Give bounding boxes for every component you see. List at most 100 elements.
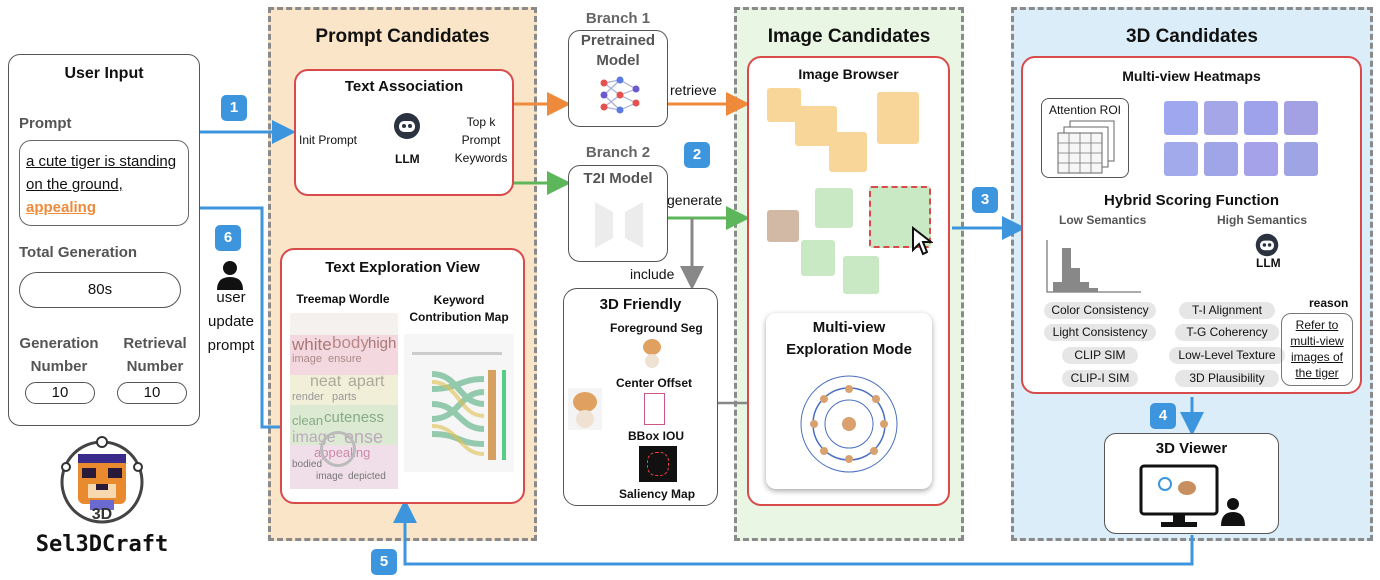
- llm-label: LLM: [395, 152, 420, 166]
- prompt-candidates-title: Prompt Candidates: [315, 26, 490, 47]
- 3d-viewer-box: 3D Viewer: [1104, 433, 1279, 534]
- t2i-model-box: T2I Model: [568, 165, 668, 262]
- retrieved-image[interactable]: [829, 132, 867, 172]
- center-offset-thumb: [644, 393, 665, 425]
- treemap-wordle-title: Treemap Wordle: [296, 292, 390, 306]
- wordle-word: cuteness: [324, 409, 385, 426]
- step-badge-5: 5: [371, 549, 397, 575]
- hybrid-scoring-title: Hybrid Scoring Function: [1104, 192, 1279, 209]
- heatmap-thumb[interactable]: [1244, 101, 1278, 135]
- prompt-text-line2: on the ground,: [26, 176, 123, 193]
- heatmap-thumb[interactable]: [1164, 101, 1198, 135]
- generation-number-field[interactable]: 10: [25, 382, 95, 404]
- center-offset-label: Center Offset: [616, 376, 693, 390]
- prompt-textbox[interactable]: a cute tiger is standing on the ground, …: [19, 140, 189, 226]
- generated-image[interactable]: [801, 240, 835, 276]
- 3d-candidates-title: 3D Candidates: [1126, 26, 1258, 47]
- cursor-icon: [912, 226, 933, 256]
- low-semantics-tag: CLIP SIM: [1062, 347, 1138, 364]
- branch1-title: Branch 1: [585, 10, 651, 27]
- logo-name: Sel3DCraft: [35, 532, 169, 557]
- histogram-icon: [1046, 240, 1141, 293]
- generated-image[interactable]: [843, 256, 879, 294]
- include-edge-label: include: [630, 266, 675, 282]
- total-generation-field[interactable]: 80s: [19, 272, 181, 308]
- monitor-icon: [1139, 464, 1245, 527]
- generated-image[interactable]: [767, 210, 799, 242]
- llm-robot-icon: [394, 113, 420, 139]
- wordle-word: neat: [310, 373, 342, 390]
- treemap-wordle[interactable]: white body high image ensure neat apart …: [290, 313, 398, 489]
- neural-network-icon: [600, 76, 640, 114]
- user-input-card: User Input Prompt a cute tiger is standi…: [8, 54, 200, 426]
- image-browser-title: Image Browser: [798, 66, 899, 82]
- keyword-contribution-map[interactable]: [404, 334, 514, 472]
- attention-roi-label: Attention ROI: [1048, 103, 1122, 117]
- wordle-word: apart: [348, 373, 385, 390]
- low-semantics-tag: CLIP-I SIM: [1062, 370, 1138, 387]
- user-input-title: User Input: [64, 65, 144, 82]
- logo-subtext: 3D: [91, 506, 113, 523]
- 3d-candidates-box: Multi-view Heatmaps Attention ROI Hybrid…: [1021, 56, 1362, 394]
- low-semantics-label: Low Semantics: [1059, 213, 1147, 227]
- wordle-word: depicted: [348, 471, 386, 482]
- foreground-seg-thumb: [643, 339, 661, 368]
- wordle-word: bodied: [292, 459, 323, 470]
- low-semantics-tag: Light Consistency: [1044, 324, 1156, 341]
- image-candidates-title: Image Candidates: [767, 26, 931, 47]
- tiger-thumb: [568, 388, 602, 430]
- step-badge-1: 1: [221, 95, 247, 121]
- saliency-map-thumb: [639, 446, 677, 482]
- low-semantics-tag: Color Consistency: [1044, 302, 1156, 319]
- polar-view-chart: [800, 375, 898, 473]
- retrieval-number-field[interactable]: 10: [117, 382, 187, 404]
- text-exploration-title: Text Exploration View: [325, 259, 480, 276]
- topk-keywords-label: Top k Prompt Keywords: [454, 115, 508, 165]
- text-association-box: Text Association Init Prompt LLM Top k P…: [294, 69, 514, 196]
- branch2-title: Branch 2: [585, 144, 651, 161]
- heatmap-thumb[interactable]: [1204, 101, 1238, 135]
- llm-robot-icon: [1255, 233, 1279, 257]
- wordle-word: ensure: [328, 353, 362, 365]
- generated-image[interactable]: [815, 188, 853, 228]
- wordle-word: parts: [332, 391, 357, 403]
- prompt-text-line1: a cute tiger is standing: [26, 153, 177, 170]
- wordle-word: image: [292, 353, 322, 365]
- retrieve-edge-label: retrieve: [670, 82, 717, 98]
- wordle-word: clean: [292, 413, 324, 428]
- heatmap-thumb[interactable]: [1284, 142, 1318, 176]
- prompt-highlight-word: appealing: [26, 199, 97, 216]
- saliency-map-label: Saliency Map: [619, 487, 696, 501]
- wordle-word: white: [292, 335, 332, 354]
- step-badge-2: 2: [684, 142, 710, 168]
- reason-text-box: Refer to multi-view images of the tiger: [1281, 313, 1353, 386]
- sel3dcraft-logo: [60, 436, 144, 524]
- wordle-word: high: [368, 335, 397, 352]
- high-semantics-tag: 3D Plausibility: [1175, 370, 1279, 387]
- retrieved-image[interactable]: [877, 92, 919, 144]
- user-icon: [217, 261, 243, 290]
- text-association-title: Text Association: [344, 78, 464, 95]
- heatmap-thumb[interactable]: [1284, 101, 1318, 135]
- high-semantics-tag: Low-Level Texture: [1169, 347, 1285, 364]
- multiview-heatmaps-title: Multi-view Heatmaps: [1122, 68, 1261, 84]
- reason-label: reason: [1309, 296, 1349, 310]
- wordle-word: body: [332, 333, 369, 352]
- high-semantics-label: High Semantics: [1217, 213, 1308, 227]
- generate-edge-label: generate: [667, 192, 723, 208]
- roi-grid-icon: [1057, 120, 1115, 174]
- heatmap-thumb[interactable]: [1204, 142, 1238, 176]
- llm-label-2: LLM: [1256, 256, 1281, 270]
- heatmap-thumb[interactable]: [1244, 142, 1278, 176]
- heatmap-thumb[interactable]: [1164, 142, 1198, 176]
- step-badge-3: 3: [972, 187, 998, 213]
- arrow-5: [393, 499, 1194, 566]
- 3d-viewer-title: 3D Viewer: [1155, 440, 1228, 457]
- attention-roi-box: Attention ROI: [1041, 98, 1129, 178]
